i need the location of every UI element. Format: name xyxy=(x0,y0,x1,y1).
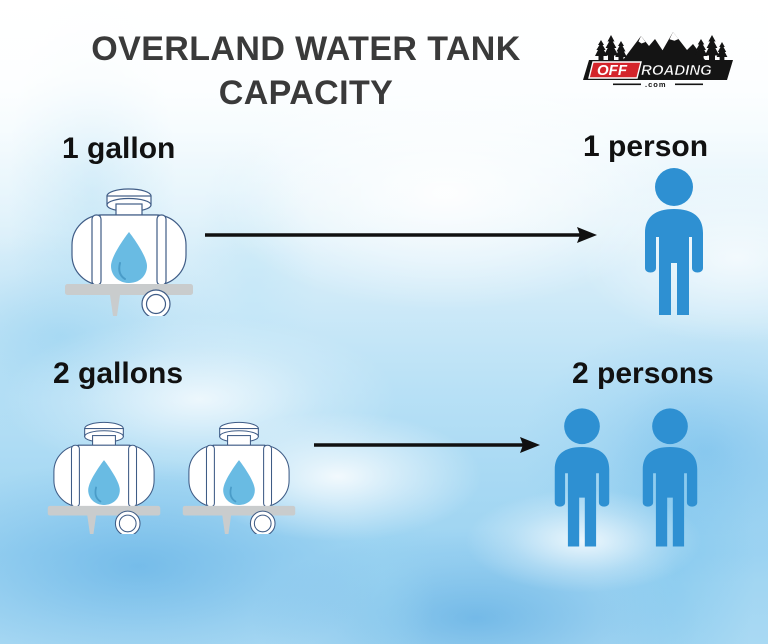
logo-off-text: OFF xyxy=(597,62,628,79)
tank-strap-right xyxy=(156,214,167,286)
mountain-snowcap-left xyxy=(638,36,646,44)
water-tank-icon xyxy=(62,184,196,319)
label-two-gallons: 2 gallons xyxy=(53,357,184,390)
person-icon xyxy=(641,167,707,315)
tank-strap-right xyxy=(263,444,273,508)
droplet-shine xyxy=(94,486,102,503)
logo-rule-left xyxy=(613,83,641,86)
tank-stand-leg xyxy=(222,515,232,534)
droplet-shine xyxy=(229,486,237,503)
site-logo[interactable]: OFF ROADING .com xyxy=(583,22,733,89)
logo-off-block xyxy=(588,61,642,79)
tank-strap-left xyxy=(70,444,80,508)
person-icon xyxy=(551,398,613,556)
tank-neck xyxy=(92,435,116,447)
tank-valve-inner xyxy=(145,293,167,315)
label-two-persons: 2 persons xyxy=(572,357,714,390)
logo-rule-right xyxy=(675,83,703,86)
logo-roading-text: ROADING xyxy=(641,62,712,79)
person-icon xyxy=(639,398,701,556)
person-graphic xyxy=(645,168,703,315)
droplet-shine xyxy=(118,262,126,280)
tank-strap-left xyxy=(91,214,102,286)
tank-stand-leg xyxy=(87,515,97,534)
mountain-right-icon xyxy=(657,32,705,60)
tank-strap-right xyxy=(128,444,138,508)
page-title-line-2: CAPACITY xyxy=(218,73,394,112)
tank-valve-inner xyxy=(118,514,137,533)
tank-neck xyxy=(227,435,251,447)
pine-trees-right-icon xyxy=(694,35,728,60)
pine-trees-left-icon xyxy=(595,35,627,60)
right-arrow-icon xyxy=(205,227,597,243)
label-one-person: 1 person xyxy=(583,130,709,163)
page-title: OVERLAND WATER TANK CAPACITY xyxy=(36,28,576,115)
tank-stand-leg xyxy=(110,295,120,316)
water-tank-graphic xyxy=(65,188,193,319)
tank-neck xyxy=(115,203,143,217)
mountain-snowcap-right xyxy=(669,32,679,41)
tank-mount-bar xyxy=(65,284,193,295)
row-one-arrow xyxy=(205,221,597,249)
person-graphic xyxy=(554,408,610,547)
water-tank-icon xyxy=(180,418,298,537)
water-tank-graphic xyxy=(182,421,296,537)
tank-mount-bar xyxy=(182,505,296,516)
page-title-line-1: OVERLAND WATER TANK xyxy=(91,30,521,68)
water-tank-graphic xyxy=(47,421,161,537)
tank-valve-inner xyxy=(253,514,272,533)
person-graphic xyxy=(642,408,698,547)
label-one-gallon: 1 gallon xyxy=(62,132,176,165)
right-arrow-icon xyxy=(314,437,540,453)
row-two-arrow xyxy=(314,432,540,458)
mountain-left-icon xyxy=(623,36,669,60)
tank-strap-left xyxy=(205,444,215,508)
water-tank-icon xyxy=(45,418,163,537)
offroading-logo-icon: OFF ROADING .com xyxy=(583,32,733,89)
tank-mount-bar xyxy=(47,505,161,516)
logo-domain-text: .com xyxy=(645,80,667,88)
